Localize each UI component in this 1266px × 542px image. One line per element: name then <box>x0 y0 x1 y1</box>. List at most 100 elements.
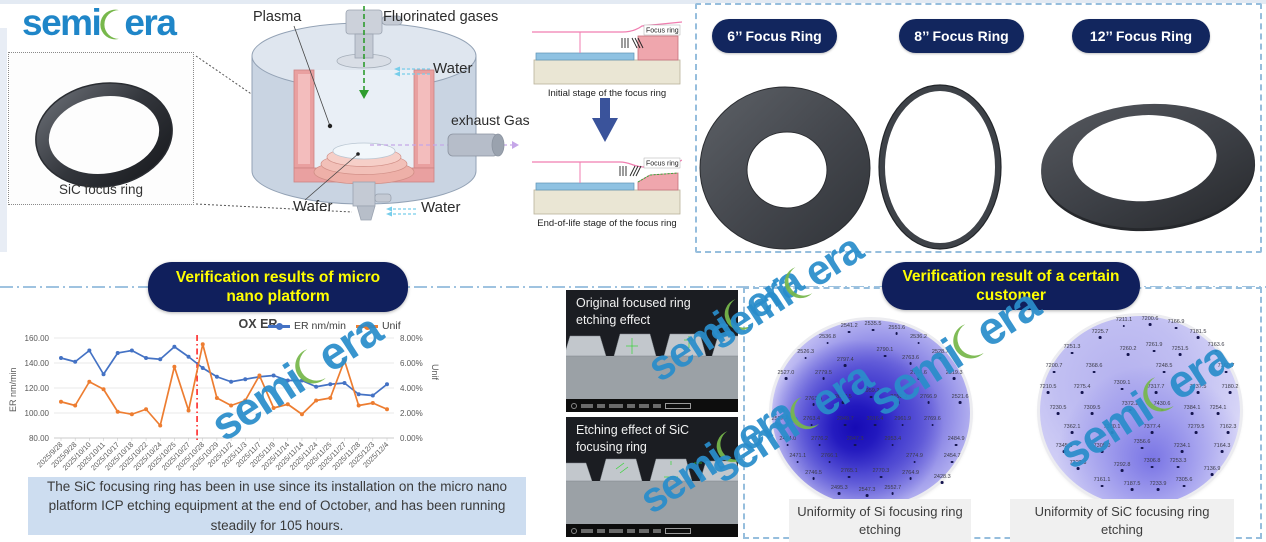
wafer-measure-point: 7222.3 <box>1070 460 1086 470</box>
wafer-measure-point: 2779.5 <box>815 370 832 380</box>
wafer-measure-point: 2763.4 <box>803 416 820 427</box>
wafer-measure-point: 7251.3 <box>1064 344 1080 354</box>
wafer-measure-point: 7306.8 <box>1144 458 1160 468</box>
wafer-measure-point: 2947.3 <box>847 437 864 447</box>
wafer-measure-point: 7309.1 <box>1114 381 1130 391</box>
wafer-measure-point: 7237.5 <box>1190 384 1206 394</box>
logo-text-era: era <box>124 2 177 43</box>
page-edge-tint <box>0 0 1266 4</box>
section-divider-line <box>0 286 1266 288</box>
wafer-measure-point: 7356.6 <box>1134 439 1150 449</box>
focus-ring-6-image <box>699 86 871 250</box>
wafer-measure-point: 7180.2 <box>1222 384 1238 394</box>
wafer-measure-point: 2766.9 <box>920 394 937 404</box>
plasma-chamber-diagram <box>251 6 519 221</box>
wafer-measure-point: 7187.5 <box>1124 481 1140 491</box>
wafer-measure-point: 2547.3 <box>859 487 875 497</box>
wafer-measure-point: 2766.1 <box>821 454 838 464</box>
wafer-measure-point: 2746.5 <box>805 470 822 480</box>
wafer-measure-point: 2765.1 <box>841 469 858 479</box>
crescent-icon <box>100 9 120 39</box>
logo-text-semi: semi <box>22 2 102 43</box>
wafer-measure-point: 2764.6 <box>910 370 927 380</box>
wafer-measure-point: 7309.5 <box>1084 405 1100 415</box>
wafer-measure-point: 7279.5 <box>1188 424 1204 434</box>
wafer-measure-point: 2658.3 <box>890 394 907 404</box>
wafer-si-caption: Uniformity of Si focusing ring etching <box>789 499 971 542</box>
focus-ring-label-end: Focus ring <box>646 161 679 168</box>
wafer-measure-point: 2552.7 <box>884 485 901 495</box>
sem-status-bar <box>566 524 738 537</box>
wafer-measure-point: 7254.1 <box>1210 405 1226 415</box>
svg-text:8.00%: 8.00% <box>400 334 423 343</box>
wafer-measure-point: 7305.6 <box>1176 477 1192 487</box>
wafer-measure-point: 2797.4 <box>837 357 854 367</box>
svg-text:80.00: 80.00 <box>29 434 50 443</box>
wafer-measure-point: 7253.3 <box>1170 458 1186 468</box>
wafer-measure-point: 2953.4 <box>884 437 901 447</box>
page-edge-tint-left <box>0 28 7 252</box>
wafer-measure-point: 2536.2 <box>910 335 927 345</box>
wafer-measure-point: 2535.5 <box>865 322 881 332</box>
svg-text:4.00%: 4.00% <box>400 384 423 393</box>
wafer-measure-point: 2776.2 <box>811 437 828 447</box>
wafer-sic-caption: Uniformity of SiC focusing ring etching <box>1010 499 1234 542</box>
wafer-measure-point: 7261.9 <box>1146 343 1162 353</box>
sem-image-title: Original focused ring etching effect <box>576 296 691 327</box>
svg-text:140.00: 140.00 <box>25 359 50 368</box>
svg-text:120.00: 120.00 <box>25 384 50 393</box>
wafer-measure-point: 2949.7 <box>837 416 854 427</box>
water-top-label: Water <box>433 60 473 77</box>
focus-ring-8-image <box>878 84 1002 250</box>
sem-image-original-ring: Original focused ring etching effect <box>566 290 738 412</box>
focus-ring-label-initial: Focus ring <box>646 28 679 35</box>
wafer-measure-point: 2521.6 <box>952 394 969 404</box>
down-arrow-icon <box>592 98 618 142</box>
fluorinated-gases-label: Fluorinated gases <box>383 9 499 25</box>
legend-item: ER nm/min <box>268 320 346 332</box>
wafer-measure-point: 2959.2 <box>863 389 879 399</box>
focus-ring-end-stage-diagram: Focus ring <box>532 157 682 215</box>
wafer-measure-point: 7384.1 <box>1184 405 1200 415</box>
sem-image-title: Etching effect of SiC focusing ring <box>576 423 690 454</box>
initial-stage-caption: Initial stage of the focus ring <box>547 88 667 99</box>
right-panel-banner: Verification result of a certain custome… <box>882 262 1140 310</box>
wafer-measure-point: 2519.3 <box>946 370 963 380</box>
wafer-measure-point: 7225.7 <box>1092 329 1108 339</box>
sic-focus-ring-label: SiC focus ring <box>58 182 144 197</box>
wafer-measure-point: 2790.1 <box>876 348 893 358</box>
wafer-measure-point: 2527.4 <box>771 416 788 427</box>
wafer-measure-point: 7251.5 <box>1172 346 1188 356</box>
wafer-measure-point: 7368.6 <box>1086 363 1102 373</box>
sic-focus-ring-image <box>35 82 173 188</box>
wafer-measure-point: 7248.5 <box>1156 363 1172 373</box>
legend-item: Unif <box>355 320 401 332</box>
wafer-measure-point: 7162.3 <box>1220 424 1236 434</box>
wafer-measure-point: 2770.3 <box>872 469 889 479</box>
sem-micrograph <box>566 290 738 412</box>
wafer-measure-point: 7292.8 <box>1114 462 1130 472</box>
svg-text:160.00: 160.00 <box>25 334 50 343</box>
sem-image-sic-ring: Etching effect of SiC focusing ring <box>566 417 738 537</box>
wafer-measure-point: 7164.3 <box>1214 443 1230 453</box>
focus-ring-8-badge: 8’’ Focus Ring <box>899 19 1024 53</box>
chart-title: OX ER <box>238 317 278 331</box>
sem-micrograph <box>566 417 738 537</box>
wafer-measure-point: 7275.4 <box>1074 384 1090 394</box>
left-panel-note: The SiC focusing ring has been in use si… <box>28 477 526 535</box>
wafer-measure-point: 2769.6 <box>924 416 941 427</box>
wafer-measure-point: 2764.9 <box>902 470 919 480</box>
wafer-measure-point: 7317.7 <box>1148 384 1164 394</box>
wafer-measure-point: 2657.5 <box>835 394 852 404</box>
focus-ring-6-badge: 6’’ Focus Ring <box>712 19 837 53</box>
wafer-measure-point: 7200.6 <box>1142 316 1158 326</box>
wafer-measure-point: 2551.6 <box>888 325 905 335</box>
sic-focus-ring-box <box>8 52 194 205</box>
wafer-measure-point: 7380.1 <box>1104 424 1120 434</box>
wafer-measure-point: 7430.6 <box>1154 401 1170 411</box>
wafer-measure-point: 7362.1 <box>1064 424 1080 434</box>
exhaust-gas-label: exhaust Gas <box>451 112 530 128</box>
wafer-measure-point: 2484.9 <box>948 437 965 447</box>
